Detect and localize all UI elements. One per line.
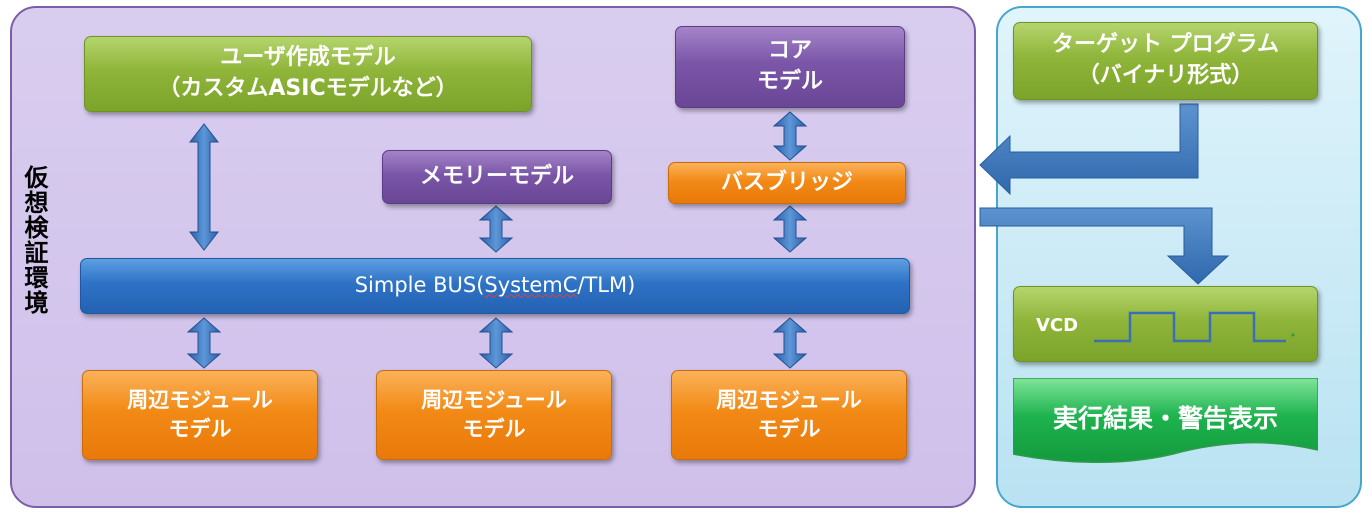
arrow-program-to-environment [979, 103, 1199, 196]
vcd-box: VCD [1013, 286, 1318, 362]
simple-bus-systemc: SystemC [484, 273, 578, 298]
simple-bus-label: Simple BUS(SystemC/TLM) [355, 271, 636, 300]
core-model-line2: モデル [756, 69, 823, 94]
peripheral-1-line2: モデル [168, 417, 232, 441]
peripheral-2-line2: モデル [462, 417, 526, 441]
result-document-shape [1013, 378, 1318, 464]
arrow-memory-bus [478, 205, 514, 253]
arrow-bus-peripheral-1 [186, 317, 222, 369]
arrow-user-bus [188, 123, 220, 251]
user-model-line1: ユーザ作成モデル [220, 45, 396, 71]
target-program-line1: ターゲット プログラム [1052, 32, 1279, 58]
user-model-box: ユーザ作成モデル （カスタムASICモデルなど） [84, 36, 532, 112]
target-program-line2: （バイナリ形式） [1077, 63, 1254, 88]
user-model-line2: （カスタムASICモデルなど） [158, 76, 458, 101]
simple-bus-prefix: Simple BUS( [354, 273, 485, 298]
target-program-box: ターゲット プログラム （バイナリ形式） [1013, 22, 1318, 100]
peripheral-2-line1: 周辺モジュール [421, 387, 567, 412]
peripheral-3-line1: 周辺モジュール [716, 387, 862, 412]
vcd-label: VCD [1036, 315, 1079, 336]
arrow-environment-to-vcd [979, 207, 1230, 285]
peripheral-model-box-1: 周辺モジュール モデル [82, 370, 318, 460]
memory-model-box: メモリーモデル [382, 150, 612, 204]
peripheral-1-line1: 周辺モジュール [127, 387, 273, 412]
arrow-bus-peripheral-3 [772, 317, 808, 369]
bus-bridge-label: バスブリッジ [720, 169, 853, 195]
virtual-environment-label: 仮想検証環境 [20, 165, 48, 315]
arrow-bus-peripheral-2 [478, 317, 514, 369]
core-model-line1: コア [767, 38, 812, 64]
arrow-core-bridge [772, 111, 808, 161]
memory-model-label: メモリーモデル [419, 163, 574, 189]
simple-bus-box: Simple BUS(SystemC/TLM) [80, 258, 910, 314]
peripheral-model-box-2: 周辺モジュール モデル [376, 370, 612, 460]
result-warning-label: 実行結果・警告表示 [1052, 404, 1278, 433]
arrow-bridge-bus [772, 205, 808, 253]
peripheral-model-box-3: 周辺モジュール モデル [671, 370, 907, 460]
bus-bridge-box: バスブリッジ [668, 162, 906, 204]
peripheral-3-line2: モデル [757, 417, 821, 441]
core-model-box: コア モデル [675, 26, 905, 108]
waveform-icon [1094, 311, 1295, 343]
simple-bus-suffix: /TLM) [577, 273, 636, 298]
